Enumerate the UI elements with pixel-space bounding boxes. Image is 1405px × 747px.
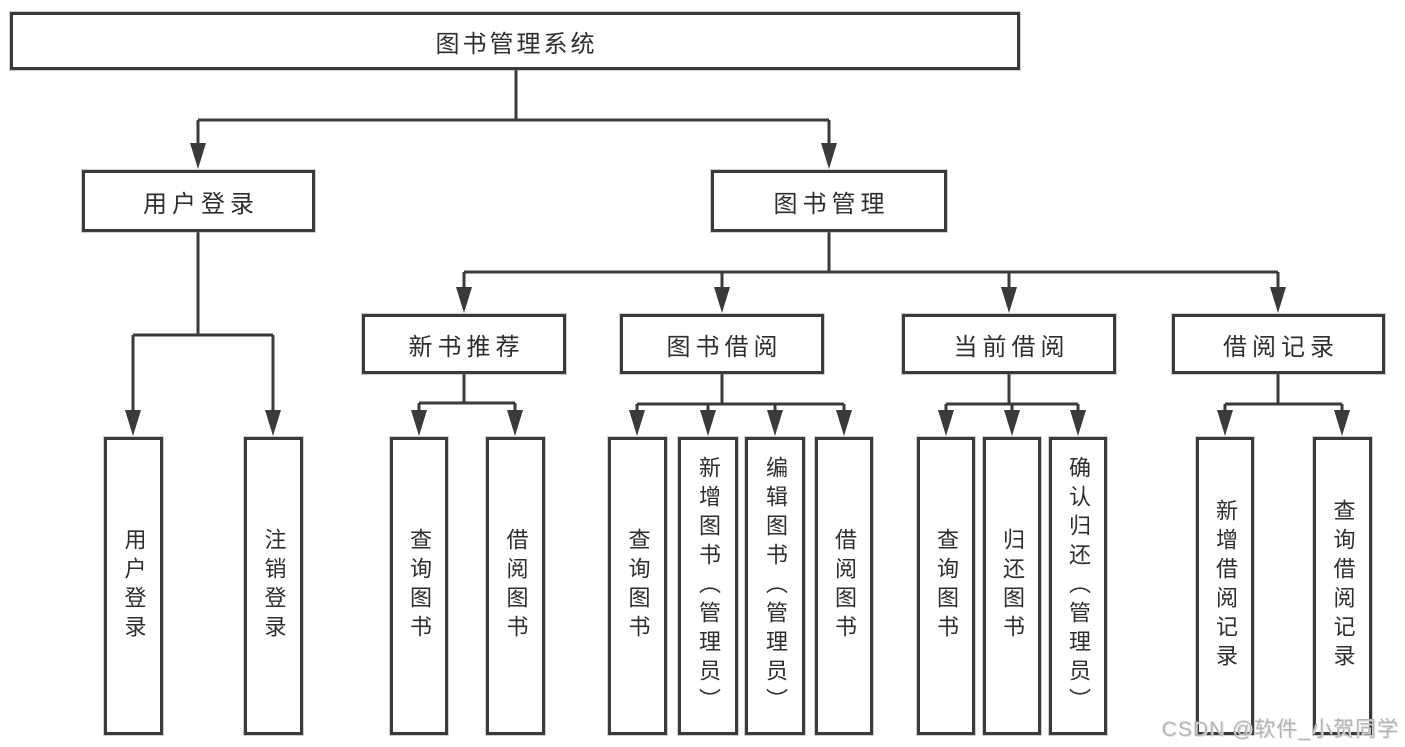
node-current-borrow: 当前借阅 [902, 314, 1116, 374]
leaf-user-login: 用户登录 [104, 437, 163, 735]
leaf-logout: 注销登录 [244, 437, 303, 735]
leaf-recommend-borrow-books: 借阅图书 [486, 437, 545, 735]
leaf-borrow-edit-books-admin: 编辑图书（管理员） [745, 437, 805, 735]
node-book-borrow: 图书借阅 [620, 314, 824, 374]
leaf-borrow-query-books: 查询图书 [608, 437, 667, 735]
leaf-recommend-query-books: 查询图书 [390, 437, 448, 735]
leaf-records-add-borrow-record: 新增借阅记录 [1196, 437, 1254, 735]
watermark: CSDN @软件_小贺同学 [1161, 718, 1399, 741]
node-new-book-recommend: 新书推荐 [362, 314, 566, 374]
leaf-borrow-borrow-books: 借阅图书 [815, 437, 873, 735]
node-borrow-records: 借阅记录 [1172, 314, 1385, 374]
node-book-management: 图书管理 [711, 170, 947, 232]
node-user-login: 用户登录 [82, 170, 315, 232]
leaf-records-query-borrow-record: 查询借阅记录 [1313, 437, 1372, 735]
leaf-borrow-add-books-admin: 新增图书（管理员） [678, 437, 738, 735]
leaf-current-return-books: 归还图书 [983, 437, 1041, 735]
leaf-current-query-books: 查询图书 [917, 437, 975, 735]
node-root: 图书管理系统 [10, 12, 1020, 70]
leaf-current-confirm-return-admin: 确认归还（管理员） [1049, 437, 1107, 735]
